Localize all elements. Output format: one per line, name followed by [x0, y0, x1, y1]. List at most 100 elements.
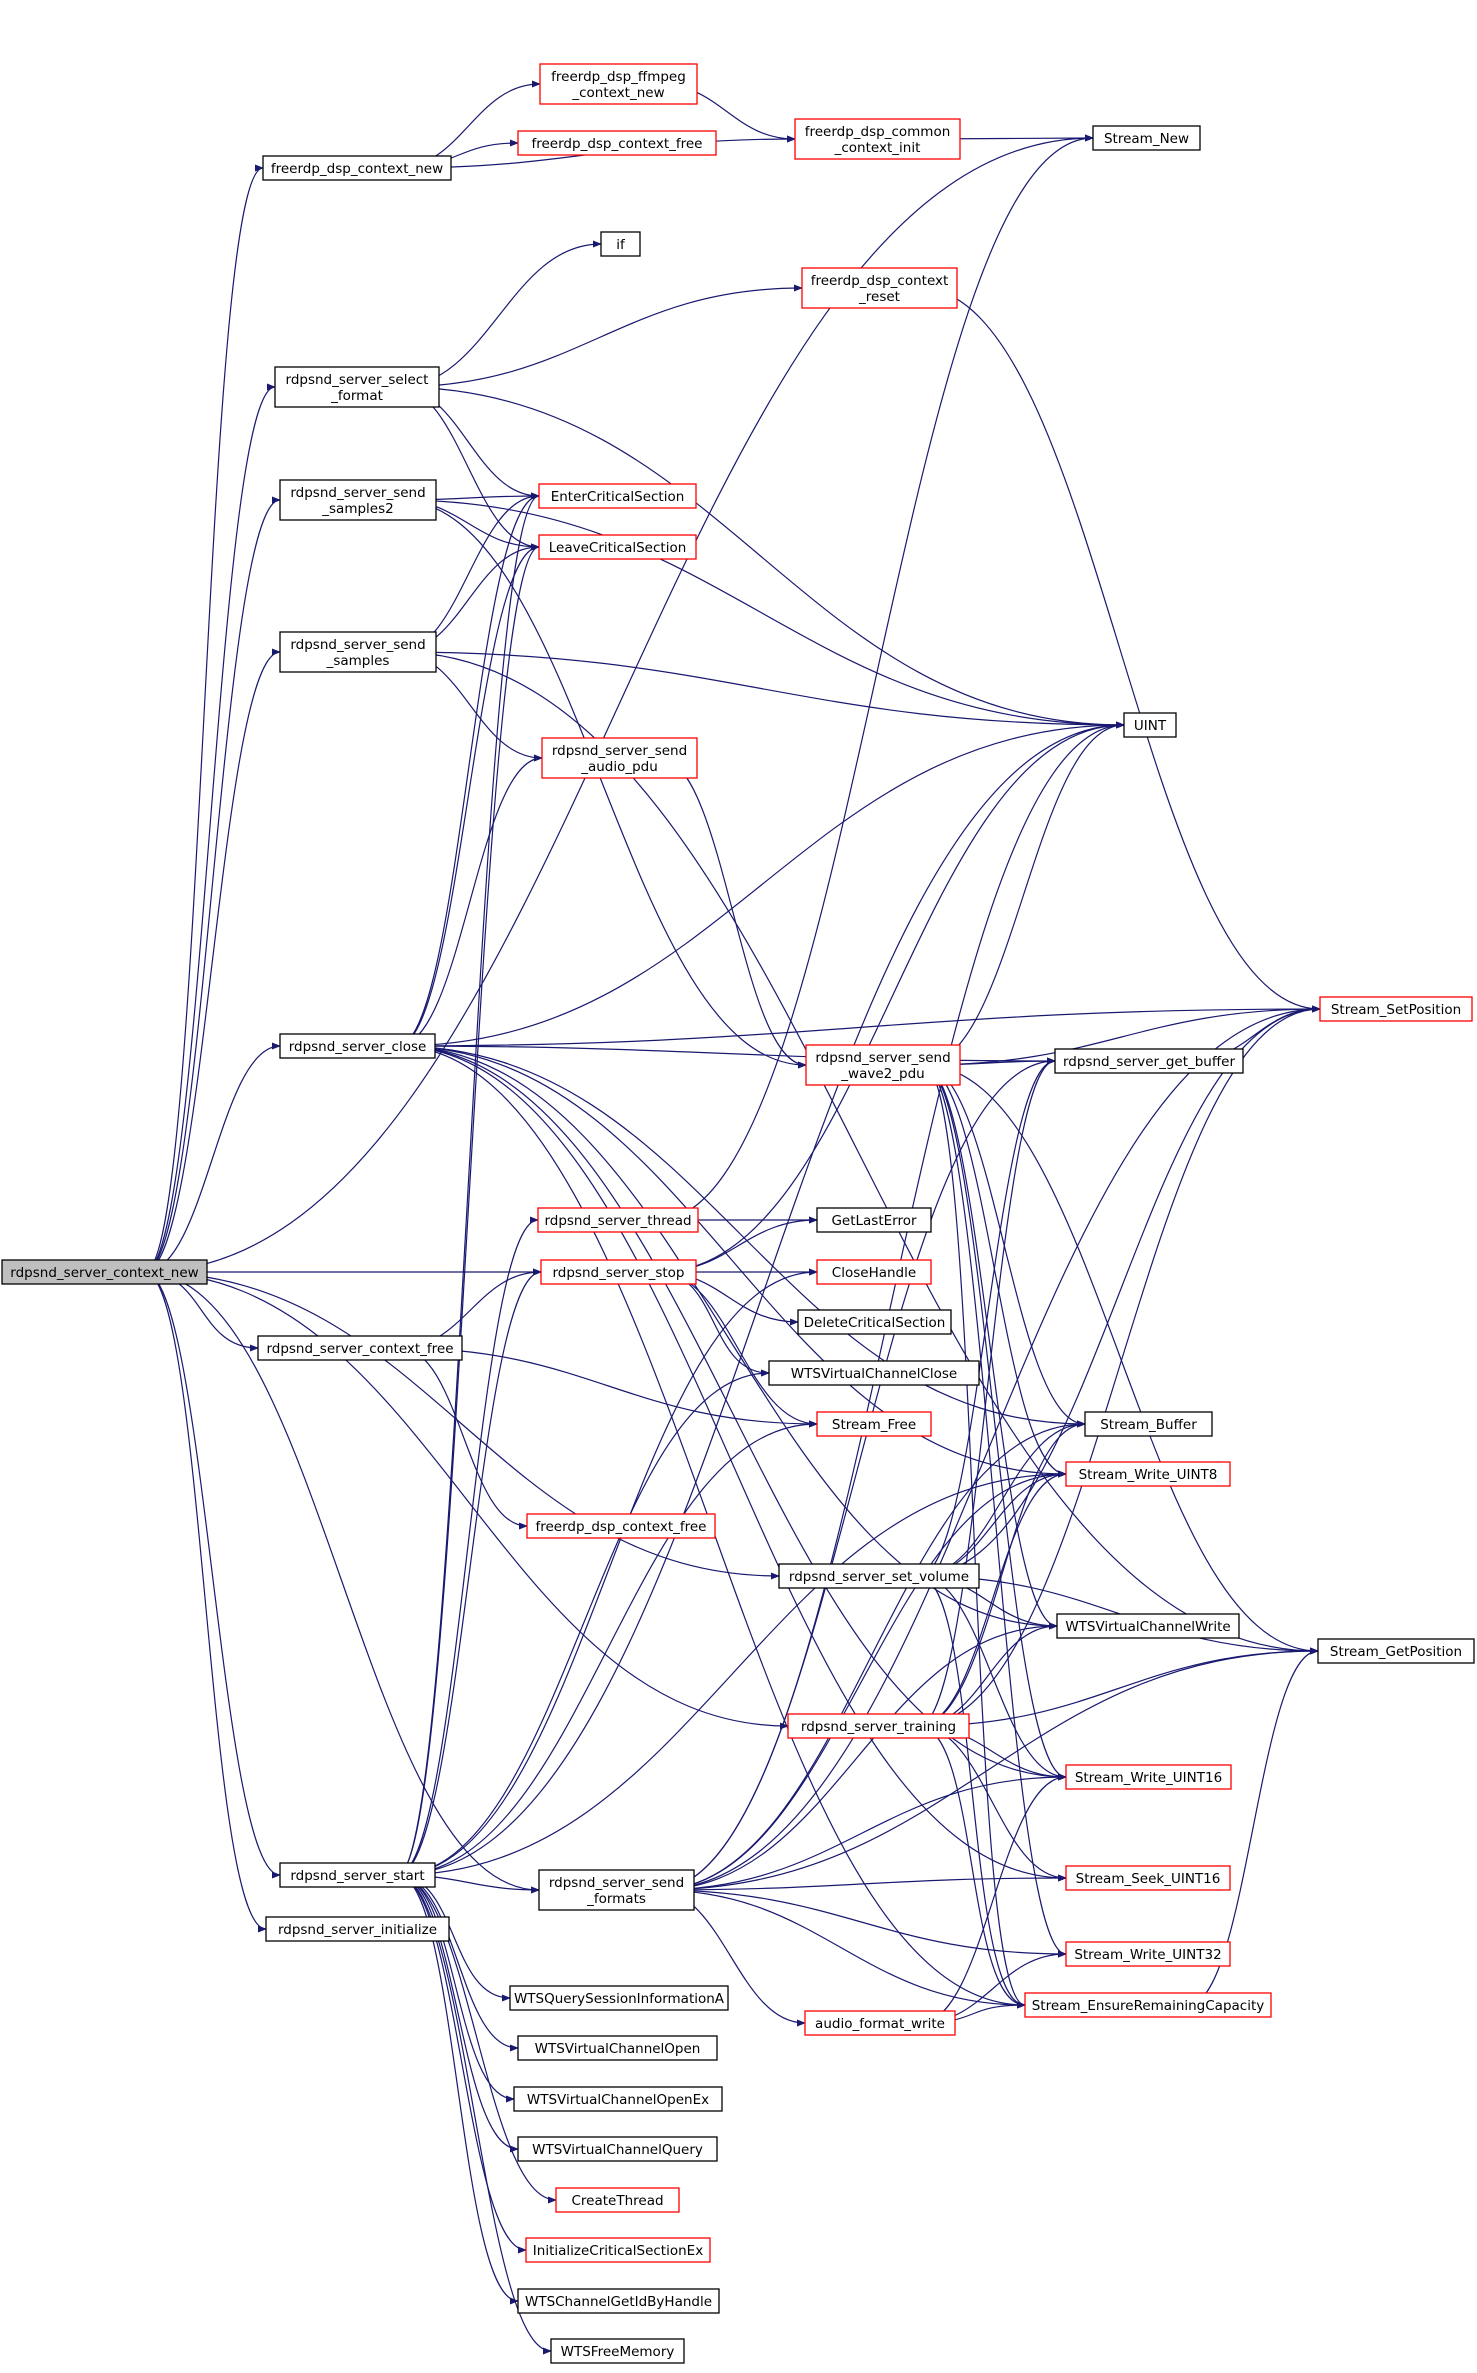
node-wts-close[interactable]: WTSVirtualChannelClose [768, 1360, 980, 1386]
node-close-handle[interactable]: CloseHandle [816, 1259, 932, 1285]
node-box [768, 1360, 980, 1386]
node-set-volume[interactable]: rdpsnd_server_set_volume [778, 1563, 980, 1589]
node-ffmpeg[interactable]: freerdp_dsp_ffmpeg_context_new [539, 63, 698, 105]
edge-server-start-to-leave-cs [397, 543, 540, 1876]
node-wts-open-ex[interactable]: WTSVirtualChannelOpenEx [513, 2086, 723, 2112]
node-label: UINT [1134, 718, 1167, 734]
edge-audio-fmt-write-to-write-u16 [919, 1773, 1067, 2024]
node-select-format[interactable]: rdpsnd_server_select_format [274, 366, 440, 408]
node-label: freerdp_dsp_context_new [271, 161, 443, 177]
node-label: rdpsnd_server_stop [552, 1265, 684, 1281]
node-label: _formats [586, 1891, 646, 1907]
edge-send-audio-pdu-to-send-wave2 [659, 757, 807, 1069]
node-box [787, 1713, 970, 1739]
node-label: Stream_EnsureRemainingCapacity [1032, 1998, 1265, 2014]
node-label: WTSVirtualChannelQuery [532, 2142, 703, 2158]
node-send-samples[interactable]: rdpsnd_server_send_samples [279, 631, 437, 673]
node-wts-query[interactable]: WTSVirtualChannelQuery [517, 2136, 718, 2162]
node-uint[interactable]: UINT [1123, 712, 1177, 738]
edge-root-to-send-samples2 [144, 496, 281, 1273]
node-wts-open[interactable]: WTSVirtualChannelOpen [517, 2035, 718, 2061]
node-root[interactable]: rdpsnd_server_context_new [1, 1259, 208, 1285]
node-box [1317, 1638, 1475, 1664]
node-label: audio_format_write [815, 2016, 945, 2032]
node-send-audio-pdu[interactable]: rdpsnd_server_send_audio_pdu [541, 737, 698, 779]
node-init-cs-ex[interactable]: InitializeCriticalSectionEx [525, 2237, 711, 2263]
node-ensure-capacity[interactable]: Stream_EnsureRemainingCapacity [1024, 1992, 1272, 2018]
node-stream-setpos[interactable]: Stream_SetPosition [1319, 996, 1473, 1022]
node-box [1065, 1461, 1231, 1487]
node-get-buffer[interactable]: rdpsnd_server_get_buffer [1054, 1048, 1244, 1074]
node-box [794, 118, 961, 160]
node-stream-free[interactable]: Stream_Free [816, 1411, 932, 1437]
node-box [262, 155, 452, 181]
node-box [1, 1259, 208, 1285]
node-label: WTSVirtualChannelOpen [535, 2041, 701, 2057]
node-delete-cs[interactable]: DeleteCriticalSection [797, 1309, 952, 1335]
node-write-u16[interactable]: Stream_Write_UINT16 [1065, 1764, 1232, 1790]
edge-server-close-to-uint [397, 721, 1125, 1047]
edge-send-formats-to-wts-write [656, 1622, 1058, 1891]
node-dsp-ctx-free1[interactable]: freerdp_dsp_context_free [517, 130, 717, 156]
node-enter-cs[interactable]: EnterCriticalSection [538, 483, 697, 509]
edge-root-to-set-volume [144, 1271, 780, 1580]
node-send-formats[interactable]: rdpsnd_server_send_formats [538, 1869, 695, 1911]
node-dsp-ctx-free2[interactable]: freerdp_dsp_context_free [526, 1513, 716, 1539]
node-server-close[interactable]: rdpsnd_server_close [279, 1033, 436, 1059]
node-common-init[interactable]: freerdp_dsp_common_context_init [794, 118, 961, 160]
node-box [257, 1335, 463, 1361]
node-box [517, 2288, 720, 2314]
node-server-stop[interactable]: rdpsnd_server_stop [540, 1259, 697, 1285]
node-server-training[interactable]: rdpsnd_server_training [787, 1713, 970, 1739]
node-server-init[interactable]: rdpsnd_server_initialize [265, 1916, 450, 1942]
node-wts-free-mem[interactable]: WTSFreeMemory [550, 2338, 685, 2364]
edge-server-training-to-get-buffer [918, 1057, 1056, 1727]
node-box [526, 1513, 716, 1539]
node-write-u32[interactable]: Stream_Write_UINT32 [1065, 1941, 1231, 1967]
node-wts-write[interactable]: WTSVirtualChannelWrite [1056, 1613, 1240, 1639]
node-write-u8[interactable]: Stream_Write_UINT8 [1065, 1461, 1231, 1487]
edge-send-formats-to-uint [656, 721, 1125, 1891]
node-send-wave2[interactable]: rdpsnd_server_send_wave2_pdu [805, 1044, 961, 1086]
edge-server-close-to-enter-cs [397, 492, 540, 1047]
edge-server-close-to-send-audio-pdu [397, 754, 543, 1047]
node-label: rdpsnd_server_thread [544, 1213, 691, 1229]
node-box [816, 1411, 932, 1437]
node-label: WTSVirtualChannelClose [791, 1366, 957, 1382]
node-label: freerdp_dsp_ffmpeg [551, 69, 686, 85]
node-label: rdpsnd_server_context_free [266, 1341, 453, 1357]
node-box [1065, 1941, 1231, 1967]
node-audio-fmt-write[interactable]: audio_format_write [804, 2010, 956, 2036]
node-label: CloseHandle [832, 1265, 916, 1281]
edge-send-formats-to-write-u16 [656, 1773, 1067, 1891]
edge-root-to-send-formats [144, 1271, 540, 1894]
node-server-start[interactable]: rdpsnd_server_start [279, 1862, 436, 1888]
edge-root-to-stream-new [144, 134, 1094, 1273]
edge-send-formats-to-write-u8 [656, 1470, 1067, 1891]
edge-server-training-to-stream-buffer [918, 1420, 1086, 1727]
node-get-last-error[interactable]: GetLastError [816, 1207, 932, 1233]
node-wts-query-session[interactable]: WTSQuerySessionInformationA [509, 1985, 729, 2011]
node-ctx-reset[interactable]: freerdp_dsp_context_reset [801, 267, 958, 309]
node-send-samples2[interactable]: rdpsnd_server_send_samples2 [279, 479, 437, 521]
node-seek-u16[interactable]: Stream_Seek_UINT16 [1065, 1865, 1231, 1891]
node-label: _context_new [571, 85, 664, 101]
node-ctx-free[interactable]: rdpsnd_server_context_free [257, 1335, 463, 1361]
node-create-thread[interactable]: CreateThread [555, 2187, 680, 2213]
node-box [1024, 1992, 1272, 2018]
node-label: freerdp_dsp_context_free [532, 136, 703, 152]
node-stream-getpos[interactable]: Stream_GetPosition [1317, 1638, 1475, 1664]
node-label: WTSQuerySessionInformationA [514, 1991, 725, 2007]
node-server-thread[interactable]: rdpsnd_server_thread [537, 1207, 699, 1233]
node-dsp-ctx-new[interactable]: freerdp_dsp_context_new [262, 155, 452, 181]
node-box [816, 1259, 932, 1285]
node-box [525, 2237, 711, 2263]
node-stream-new[interactable]: Stream_New [1092, 125, 1201, 151]
node-wts-get-id[interactable]: WTSChannelGetIdByHandle [517, 2288, 720, 2314]
node-stream-buffer[interactable]: Stream_Buffer [1084, 1411, 1213, 1437]
edge-server-close-to-write-u8 [397, 1045, 1067, 1478]
node-if[interactable]: if [600, 231, 641, 257]
node-leave-cs[interactable]: LeaveCriticalSection [538, 534, 697, 560]
edge-server-start-to-server-thread [397, 1216, 539, 1876]
node-box [600, 231, 641, 257]
